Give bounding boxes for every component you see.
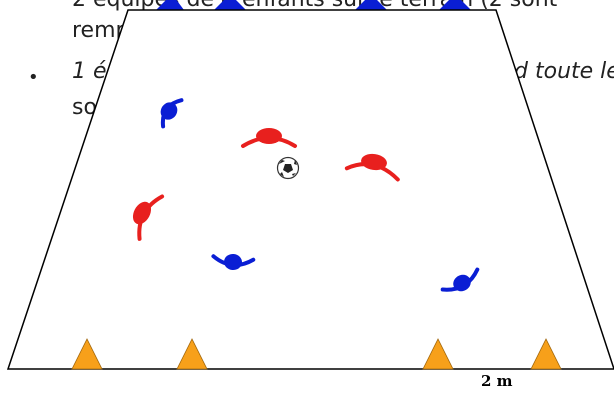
cone-icon [439, 0, 471, 10]
scale-label: 2 m [481, 372, 513, 390]
cone-icon [156, 0, 184, 10]
cone-icon [355, 0, 387, 10]
field-outline [8, 10, 614, 369]
soccer-ball-icon [278, 158, 299, 179]
cone-icon [214, 0, 246, 10]
top-cones [156, 0, 471, 10]
